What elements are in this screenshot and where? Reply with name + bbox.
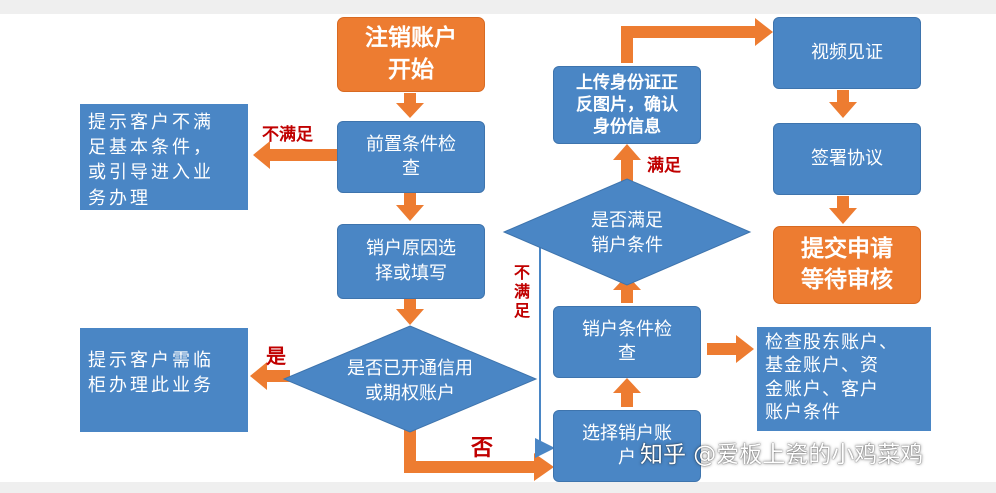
arrow-condition-to-meets (613, 275, 641, 303)
arrow-select-to-condition (613, 378, 641, 407)
reason-node: 销户原因选 择或填写 (337, 224, 485, 299)
arrow-reason-to-credit (396, 299, 424, 325)
sign-node: 签署协议 (773, 123, 921, 195)
edge-label-no: 否 (471, 436, 494, 461)
arrow-sign-to-submit (829, 196, 857, 224)
diamond-meets-condition (502, 178, 752, 286)
edge-label-not-met-side: 不 满 足 (514, 263, 531, 321)
arrow-precondition-to-reason (396, 193, 424, 221)
credit-check-label: 是否已开通信用 或期权账户 (347, 358, 473, 405)
top-strip (0, 0, 996, 14)
arrow-upload-to-video (621, 18, 773, 63)
account-condition-node: 销户条件检 查 (553, 306, 701, 378)
edge-label-yes: 是 (266, 344, 286, 368)
upload-id-node: 上传身份证正 反图片，确认 身份信息 (553, 66, 701, 144)
edge-label-met: 满足 (647, 156, 681, 176)
not-met-note: 提示客户不满 足基本条件， 或引导进入业 务办理 (80, 104, 248, 210)
counter-note: 提示客户需临 柜办理此业务 (80, 328, 248, 432)
precondition-node: 前置条件检 查 (337, 121, 485, 193)
arrow-video-to-sign (829, 90, 857, 118)
diamond-credit-check (282, 325, 538, 433)
select-account-node: 选择销户账 户 (553, 410, 701, 482)
check-accounts-note: 检查股东账户、 基金账户、资 金账户、客户 账户条件 (757, 327, 931, 431)
arrow-to-counter-note (250, 362, 290, 390)
bottom-strip (0, 482, 996, 493)
submit-node: 提交申请 等待审核 (773, 226, 921, 304)
arrow-meets-to-upload (613, 144, 641, 183)
edge-label-not-met-top: 不满足 (262, 125, 313, 145)
meets-condition-label: 是否满足 销户条件 (591, 210, 663, 257)
video-node: 视频见证 (773, 17, 921, 89)
watermark: 知乎 @爱板上瓷的小鸡菜鸡 (640, 442, 924, 468)
arrow-to-not-met-note (253, 141, 337, 169)
arrow-no-to-select (404, 430, 554, 481)
arrow-to-check-accounts (707, 335, 754, 363)
arrow-start-to-precondition (396, 93, 424, 118)
start-node: 注销账户 开始 (337, 17, 485, 92)
